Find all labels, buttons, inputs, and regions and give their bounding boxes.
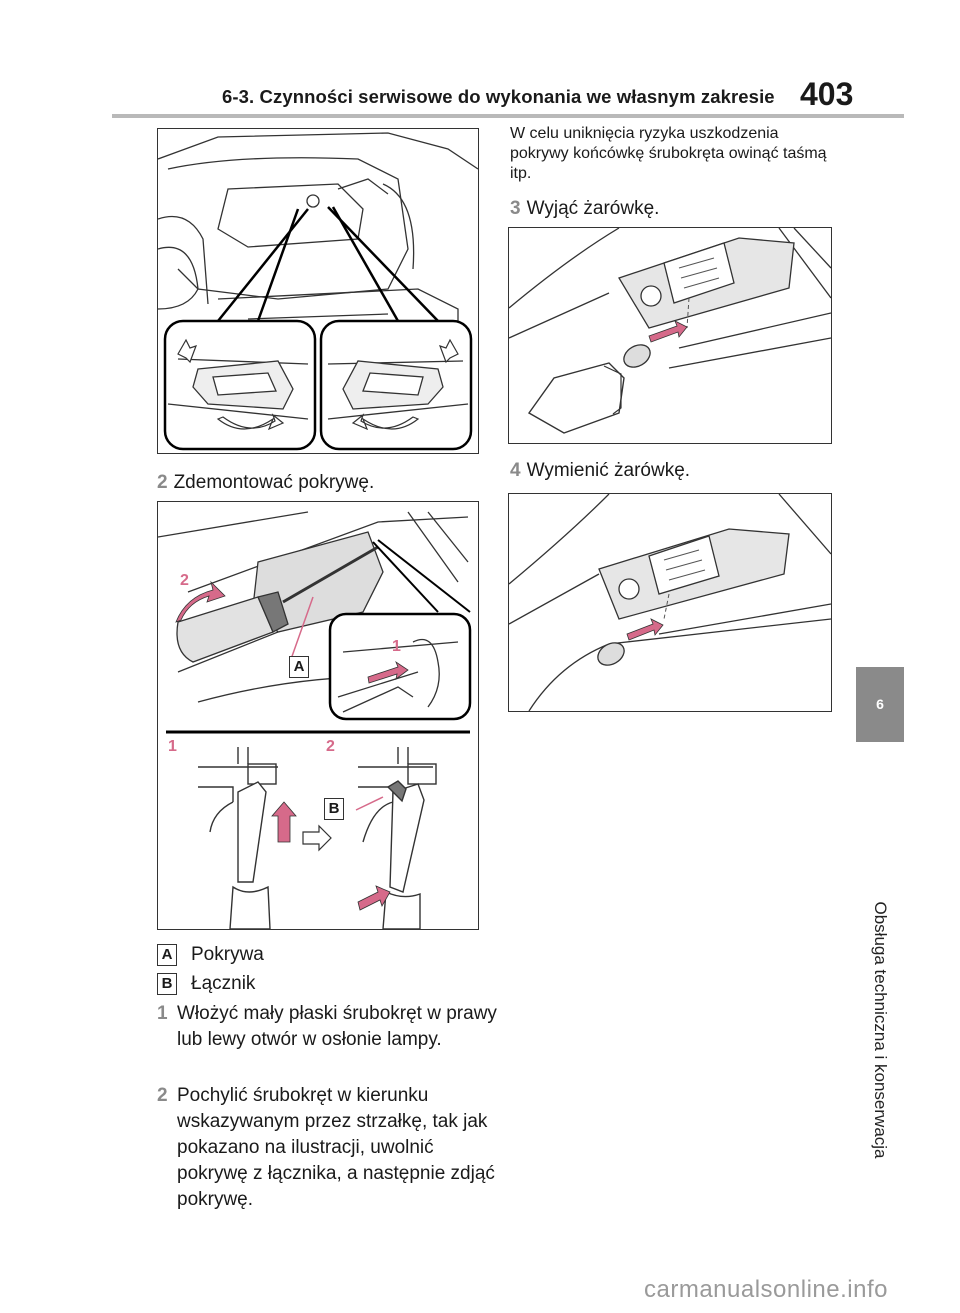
caution-note: W celu uniknięcia ryzyka uszkodzenia pok… [510,125,827,182]
callout-b-badge: B [324,798,344,820]
figure-remove-bulb [508,227,832,444]
substep-1: 1 Włożyć mały płaski śrubokręt w prawy lu… [157,1001,499,1053]
chapter-title: Obsługa techniczna i konserwacja [871,901,890,1159]
header-rule [112,114,904,118]
page-number: 403 [800,76,854,112]
substep-number: 2 [157,1085,168,1106]
screwdriver-illustration [158,511,472,929]
callout-2-lower: 2 [326,738,335,755]
section-title: 6-3. Czynności serwisowe do wykonania we… [222,86,775,107]
substep-2: 2 Pochylić śrubokręt w kierunku wskazywan… [157,1083,499,1213]
legend-item-b: B Łącznik [157,972,255,996]
callout-2-top: 2 [180,572,189,589]
chapter-tab: 6 [856,667,904,742]
legend-badge: B [157,973,177,995]
car-rear-illustration [158,132,478,451]
callout-1-inset: 1 [392,638,401,655]
legend-item-a: A Pokrywa [157,943,264,967]
step-number: 2 [157,472,168,493]
watermark: carmanualsonline.info [644,1276,888,1303]
substep-text: Włożyć mały płaski śrubokręt w prawy lub… [177,1003,497,1050]
substep-number: 1 [157,1003,168,1024]
legend-text: Łącznik [191,973,256,994]
step-text: Zdemontować pokrywę. [173,472,375,493]
replace-bulb-illustration [509,494,831,711]
callout-a-badge: A [289,656,309,678]
substep-text: Pochylić śrubokręt w kierunku wskazywany… [177,1085,495,1210]
remove-bulb-illustration [509,228,831,434]
step-number: 4 [510,460,521,481]
step-text: Wymienić żarówkę. [526,460,691,481]
figure-car-rear-license-lamps [157,128,479,454]
figure-replace-bulb [508,493,832,712]
step-number: 3 [510,198,521,219]
legend-badge: A [157,944,177,966]
figure-cover-removal: 2 1 A 1 2 B [157,501,479,930]
legend-text: Pokrywa [191,944,264,965]
step-text: Wyjąć żarówkę. [526,198,660,219]
callout-1-lower: 1 [168,738,177,755]
